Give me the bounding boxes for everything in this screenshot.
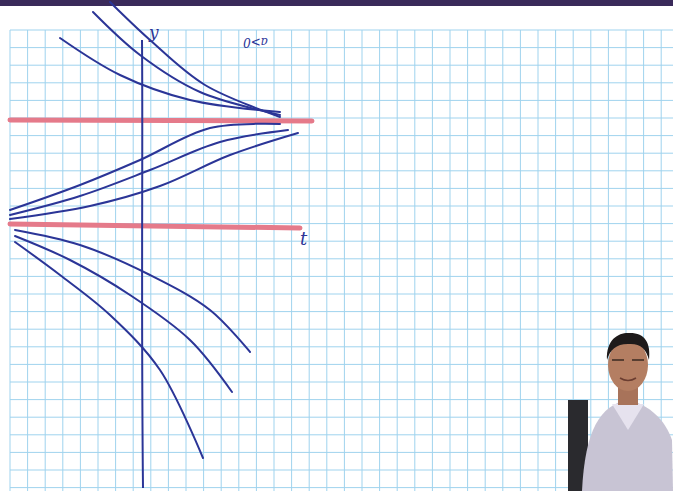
grid-line	[326, 30, 327, 491]
solution-curve	[15, 242, 203, 458]
grid-line	[485, 30, 486, 491]
grid-line	[10, 294, 673, 295]
equilibrium-line	[10, 120, 312, 121]
grid-line	[10, 135, 673, 136]
top-bar	[0, 0, 673, 6]
grid-line	[10, 329, 673, 330]
condition-note: a>0	[243, 36, 268, 48]
grid-line	[10, 170, 673, 171]
grid-line	[414, 30, 415, 491]
grid-line	[45, 30, 46, 491]
y-axis	[142, 40, 143, 488]
grid-line	[274, 30, 275, 491]
grid-line	[10, 30, 673, 31]
grid-line	[10, 399, 673, 400]
grid-line	[10, 47, 673, 48]
graph-paper-grid	[10, 30, 673, 491]
grid-line	[10, 65, 673, 66]
grid-line	[10, 153, 673, 154]
presenter-figure	[568, 333, 673, 491]
grid-line	[10, 276, 673, 277]
solution-curve	[110, 2, 280, 117]
axis-label: t	[300, 230, 307, 248]
grid-line	[309, 30, 310, 491]
equilibrium-line	[10, 224, 300, 228]
axis-label: y	[149, 24, 159, 41]
grid-line	[98, 30, 99, 491]
grid-line	[238, 30, 239, 491]
grid-line	[150, 30, 151, 491]
grid-line	[502, 30, 503, 491]
grid-line	[10, 364, 673, 365]
grid-line	[10, 382, 673, 383]
solution-curve	[93, 12, 280, 115]
grid-line	[555, 30, 556, 491]
grid-line	[10, 206, 673, 207]
grid-line	[10, 100, 673, 101]
grid-line	[10, 241, 673, 242]
solution-curve	[10, 130, 288, 215]
grid-line	[291, 30, 292, 491]
grid-line	[450, 30, 451, 491]
grid-line	[10, 258, 673, 259]
grid-line	[10, 346, 673, 347]
solution-curve	[15, 236, 232, 392]
grid-line	[467, 30, 468, 491]
grid-line	[344, 30, 345, 491]
grid-line	[256, 30, 257, 491]
grid-line	[379, 30, 380, 491]
grid-line	[168, 30, 169, 491]
grid-line	[10, 82, 673, 83]
grid-line	[397, 30, 398, 491]
grid-line	[538, 30, 539, 491]
grid-line	[362, 30, 363, 491]
solution-curve	[15, 230, 250, 352]
grid-line	[27, 30, 28, 491]
solution-curve	[10, 133, 298, 219]
grid-line	[520, 30, 521, 491]
grid-line	[115, 30, 116, 491]
grid-line	[10, 311, 673, 312]
grid-line	[133, 30, 134, 491]
grid-line	[80, 30, 81, 491]
grid-line	[10, 30, 11, 491]
grid-line	[62, 30, 63, 491]
grid-line	[590, 30, 591, 491]
grid-line	[10, 188, 673, 189]
grid-line	[203, 30, 204, 491]
grid-line	[432, 30, 433, 491]
